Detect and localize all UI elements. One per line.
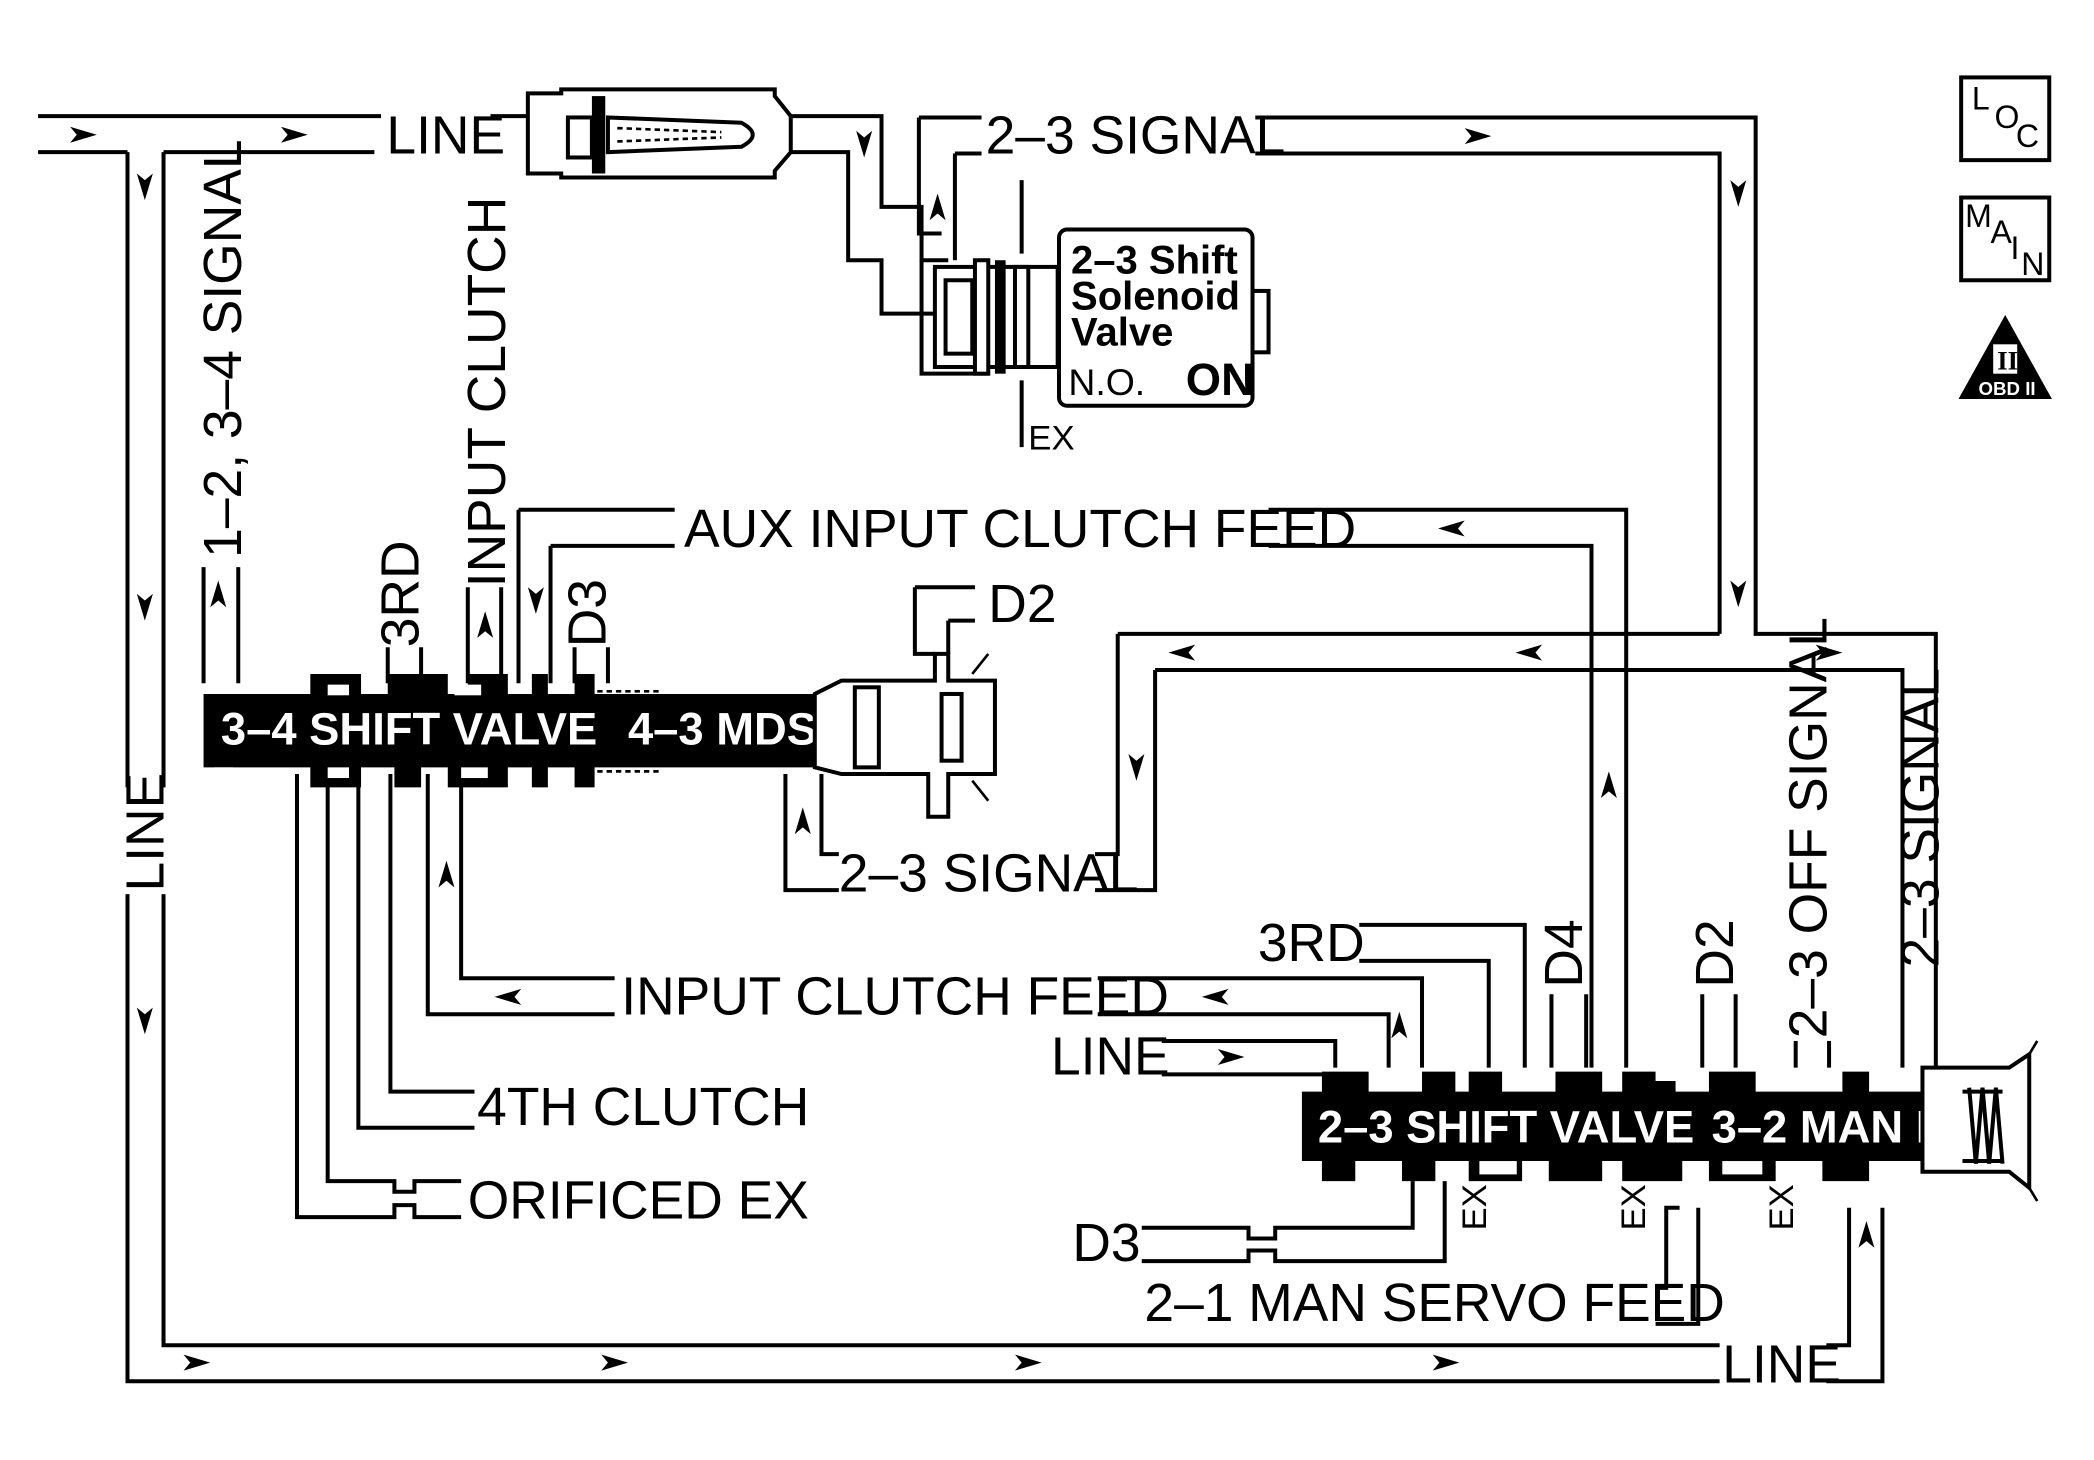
loc-icon[interactable]: L O C (1959, 75, 2052, 163)
label-line-top: LINE (386, 106, 505, 165)
solenoid-name-line3: Valve (1071, 311, 1173, 355)
arrow-right-icon (1432, 1354, 1460, 1371)
passages (38, 114, 1938, 1384)
valve-label-43-mds: 4–3 MDS (628, 704, 817, 755)
label-input-clutch-feed: INPUT CLUTCH FEED (621, 967, 1169, 1026)
arrow-right-icon (1014, 1354, 1042, 1371)
label-23-off-signal: 2–3 OFF SIGNAL (1779, 617, 1838, 1038)
valve-label-23-shift: 2–3 SHIFT VALVE (1318, 1101, 1694, 1152)
svg-text:II: II (1997, 346, 2018, 376)
passage-labels: LINE 2–3 SIGNAL EX 1–2, 3–4 SIGNAL INPUT… (117, 106, 1951, 1394)
label-12-34-signal: 1–2, 3–4 SIGNAL (194, 139, 253, 557)
label-3rd-right: 3RD (1258, 914, 1365, 973)
solenoid-name-line2: Solenoid (1071, 275, 1240, 319)
svg-text:L: L (1972, 80, 1990, 116)
line-filter (525, 87, 793, 180)
arrow-left-icon (1201, 988, 1229, 1005)
arrow-right-icon (280, 126, 308, 143)
label-line-bottom: LINE (1722, 1336, 1841, 1395)
label-23-signal-mid: 2–3 SIGNAL (839, 844, 1139, 903)
arrow-right-icon (1217, 1048, 1245, 1065)
svg-text:C: C (2016, 118, 2039, 154)
label-input-clutch: INPUT CLUTCH (458, 197, 517, 587)
label-d3-left: D3 (558, 579, 617, 647)
label-d3-bottom: D3 (1072, 1214, 1140, 1273)
arrow-right-icon (601, 1354, 628, 1371)
svg-text:O: O (1995, 99, 2020, 135)
svg-text:N: N (2021, 246, 2044, 282)
label-21-man-servo-feed: 2–1 MAN SERVO FEED (1144, 1274, 1724, 1333)
label-line-left: LINE (117, 773, 176, 892)
shift-valve-23-assembly: 2–3 SHIFT VALVE 3–2 MAN DS (1301, 1040, 2039, 1202)
solenoid-name-line1: 2–3 Shift (1071, 239, 1238, 283)
arrow-left-icon (494, 988, 522, 1005)
label-23-signal-right: 2–3 SIGNAL (1891, 668, 1950, 968)
label-aux-input-clutch-feed: AUX INPUT CLUTCH FEED (684, 500, 1356, 559)
arrow-right-icon (1815, 644, 1843, 661)
arrow-down-icon (136, 1007, 153, 1035)
arrow-down-icon (136, 173, 153, 201)
label-23-signal-top: 2–3 SIGNAL (986, 106, 1286, 165)
arrow-up-icon (929, 193, 946, 221)
flow-arrows (70, 126, 1875, 1371)
arrow-up-icon (1391, 1011, 1408, 1039)
label-4th-clutch: 4TH CLUTCH (477, 1078, 809, 1137)
arrow-down-icon (527, 587, 544, 614)
label-orificed-ex: ORIFICED EX (468, 1171, 809, 1230)
svg-text:A: A (1991, 214, 2013, 250)
arrow-down-icon (1730, 180, 1747, 207)
arrow-left-icon (1438, 520, 1465, 537)
label-ex-3: EX (1763, 1184, 1801, 1230)
arrow-up-icon (794, 807, 811, 835)
arrow-up-icon (1858, 1221, 1875, 1248)
label-ex-2: EX (1615, 1184, 1653, 1230)
arrow-left-icon (1515, 644, 1543, 661)
arrow-down-icon (1730, 580, 1747, 608)
main-icon[interactable]: M A I N (1959, 195, 2052, 283)
arrow-left-icon (1168, 644, 1196, 661)
label-ex-1: EX (1456, 1184, 1494, 1230)
label-ex-solenoid: EX (1028, 420, 1074, 458)
arrow-right-icon (1464, 128, 1492, 145)
label-line-mid-right: LINE (1051, 1027, 1170, 1086)
solenoid-type: N.O. (1068, 361, 1145, 403)
label-3rd-left: 3RD (371, 540, 430, 647)
obd-ii-icon[interactable]: II OBD II (1958, 314, 2052, 400)
arrow-right-icon (70, 126, 97, 143)
arrow-up-icon (477, 611, 494, 638)
shift-valve-34-assembly: 3–4 SHIFT VALVE 4–3 MDS (203, 651, 997, 819)
arrow-down-icon (136, 593, 153, 621)
arrow-down-icon (856, 130, 873, 158)
valve-label-34-shift: 3–4 SHIFT VALVE (221, 704, 597, 755)
label-d4: D4 (1535, 919, 1594, 987)
svg-text:OBD II: OBD II (1979, 378, 2036, 399)
svg-text:M: M (1965, 198, 1992, 234)
solenoid-state: ON (1186, 354, 1254, 405)
arrow-up-icon (210, 580, 227, 608)
arrow-up-icon (438, 860, 455, 888)
svg-text:I: I (2011, 230, 2020, 266)
arrow-up-icon (1600, 771, 1617, 799)
arrow-down-icon (1128, 754, 1145, 781)
arrow-right-icon (183, 1354, 211, 1371)
label-d2-right: D2 (1686, 919, 1745, 987)
label-d2-top: D2 (988, 575, 1056, 634)
shift-solenoid-23: 2–3 Shift Solenoid Valve N.O. ON (932, 227, 1271, 408)
